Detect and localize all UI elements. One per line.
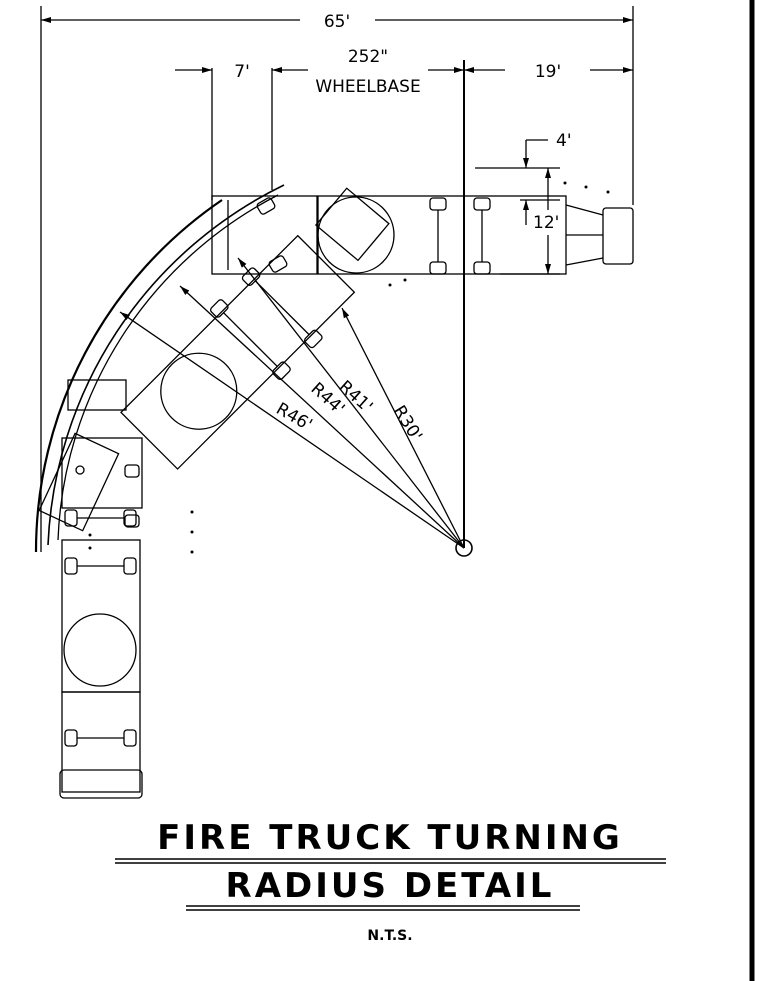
- truck-mid-turn: [120, 234, 356, 470]
- wheelbase-label: WHEELBASE: [315, 77, 420, 97]
- radius-lines: [119, 257, 465, 549]
- radius-label-30: R30': [389, 402, 426, 445]
- title-line-2: RADIUS DETAIL: [225, 866, 555, 906]
- wheelbase-value-label: 252": [348, 47, 388, 67]
- rear-overhang-label: 19': [535, 62, 561, 82]
- truck-final-position: [59, 509, 143, 799]
- front-overhang-label: 7': [234, 62, 250, 82]
- width-label: 12': [533, 213, 559, 233]
- scale-note: N.T.S.: [367, 928, 413, 944]
- overall-dimension: [40, 6, 634, 552]
- width-dimension: [475, 139, 560, 275]
- wheelbase-dimension: [175, 60, 633, 548]
- turning-arcs: [34, 184, 285, 553]
- title-line-1: FIRE TRUCK TURNING: [157, 818, 623, 858]
- overall-length-label: 65': [324, 12, 350, 32]
- truck-cab-mid: [38, 379, 143, 532]
- title-underlines: [115, 858, 666, 911]
- offset-label: 4': [556, 131, 572, 151]
- turn-center-point: [455, 539, 473, 557]
- truck-initial-position: [211, 187, 634, 275]
- survey-dots: [88, 181, 610, 554]
